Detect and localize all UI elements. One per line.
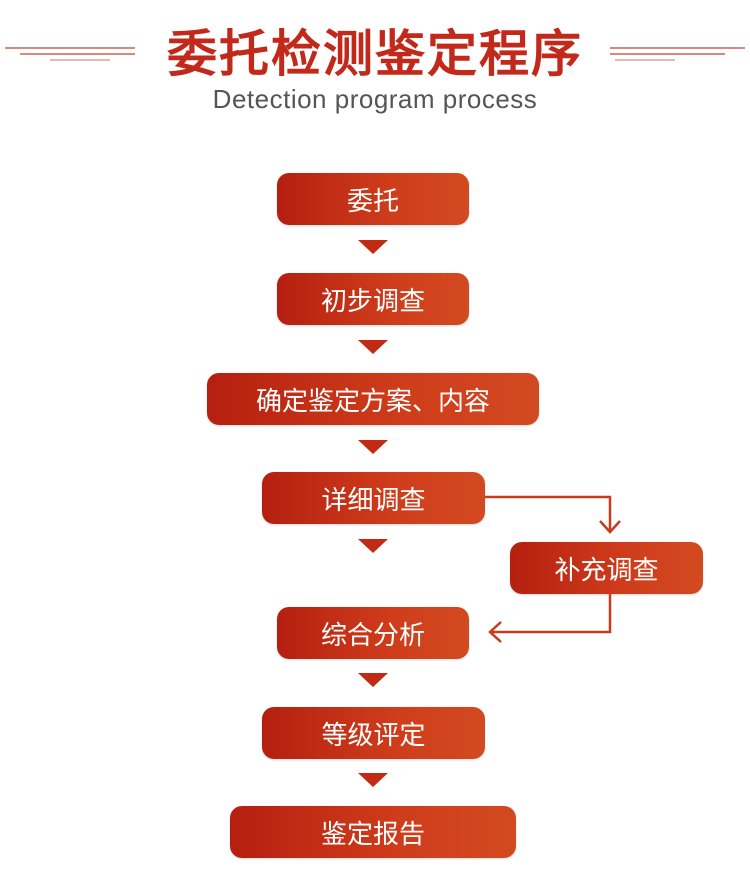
- step-supplementary-investigation: 补充调查: [510, 542, 703, 594]
- step-entrust: 委托: [277, 173, 469, 225]
- page-title: 委托检测鉴定程序: [167, 25, 583, 83]
- arrow-down-icon: [358, 773, 388, 787]
- step-detailed-investigation: 详细调查: [262, 472, 485, 524]
- title-deco-line-left-2: [20, 53, 135, 55]
- title-deco-line-left: [5, 47, 135, 49]
- title-deco-line-right: [610, 47, 745, 49]
- arrowhead-left-icon: [488, 621, 502, 643]
- title-deco-line-right-2: [610, 53, 725, 55]
- step-comprehensive-analysis: 综合分析: [277, 607, 469, 659]
- arrowhead-down-icon: [599, 520, 621, 534]
- page-subtitle: Detection program process: [212, 84, 538, 114]
- arrow-down-icon: [358, 440, 388, 454]
- arrow-down-icon: [358, 240, 388, 254]
- arrow-down-icon: [358, 673, 388, 687]
- arrow-down-icon: [358, 340, 388, 354]
- connector-to-analysis: [490, 594, 612, 634]
- title-deco-line-right-3: [615, 59, 675, 61]
- step-preliminary-investigation: 初步调查: [277, 273, 469, 325]
- step-grade-evaluation: 等级评定: [262, 707, 485, 759]
- step-appraisal-report: 鉴定报告: [230, 806, 516, 858]
- title-deco-line-left-3: [50, 59, 110, 61]
- arrow-down-icon: [358, 539, 388, 553]
- step-determine-plan: 确定鉴定方案、内容: [207, 373, 539, 425]
- connector-to-supplementary: [485, 495, 612, 532]
